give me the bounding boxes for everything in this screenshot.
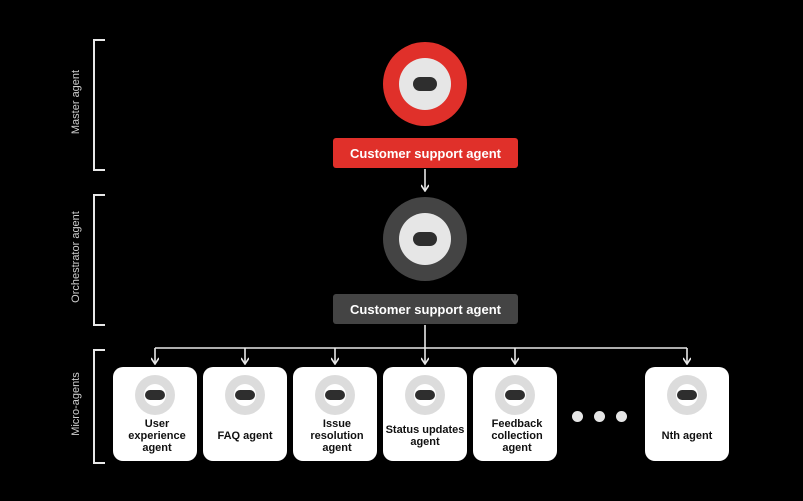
master-agent-label: Customer support agent: [333, 138, 518, 168]
orchestrator-agent-avatar: [383, 197, 467, 281]
micro-agent-label: User experience agent: [128, 418, 186, 454]
robot-face-icon: [505, 390, 525, 400]
ellipsis-dot: [594, 411, 605, 422]
tier-bracket-orchestrator: [93, 194, 105, 326]
robot-face-icon: [415, 390, 435, 400]
micro-agent-label: FAQ agent: [217, 430, 273, 442]
tier-bracket-micro: [93, 349, 105, 464]
micro-agent-label: Status updates agent: [385, 424, 465, 448]
robot-face-icon: [677, 390, 697, 400]
micro-agent-label: Nth agent: [661, 430, 713, 442]
micro-agent-card: Status updates agent: [383, 367, 467, 461]
micro-agent-card: FAQ agent: [203, 367, 287, 461]
robot-face-icon: [325, 390, 345, 400]
robot-face-icon: [235, 390, 255, 400]
micro-agent-label: Issue resolution agent: [310, 418, 364, 454]
orchestrator-agent-label: Customer support agent: [333, 294, 518, 324]
micro-agent-label: Feedback collection agent: [491, 418, 543, 454]
micro-agent-card: Nth agent: [645, 367, 729, 461]
tier-bracket-master: [93, 39, 105, 171]
ellipsis-dot: [616, 411, 627, 422]
micro-agent-card: Feedback collection agent: [473, 367, 557, 461]
robot-face-icon: [413, 232, 437, 246]
ellipsis-dot: [572, 411, 583, 422]
robot-face-icon: [413, 77, 437, 91]
micro-agent-card: User experience agent: [113, 367, 197, 461]
master-agent-avatar: [383, 42, 467, 126]
robot-face-icon: [145, 390, 165, 400]
micro-agent-card: Issue resolution agent: [293, 367, 377, 461]
